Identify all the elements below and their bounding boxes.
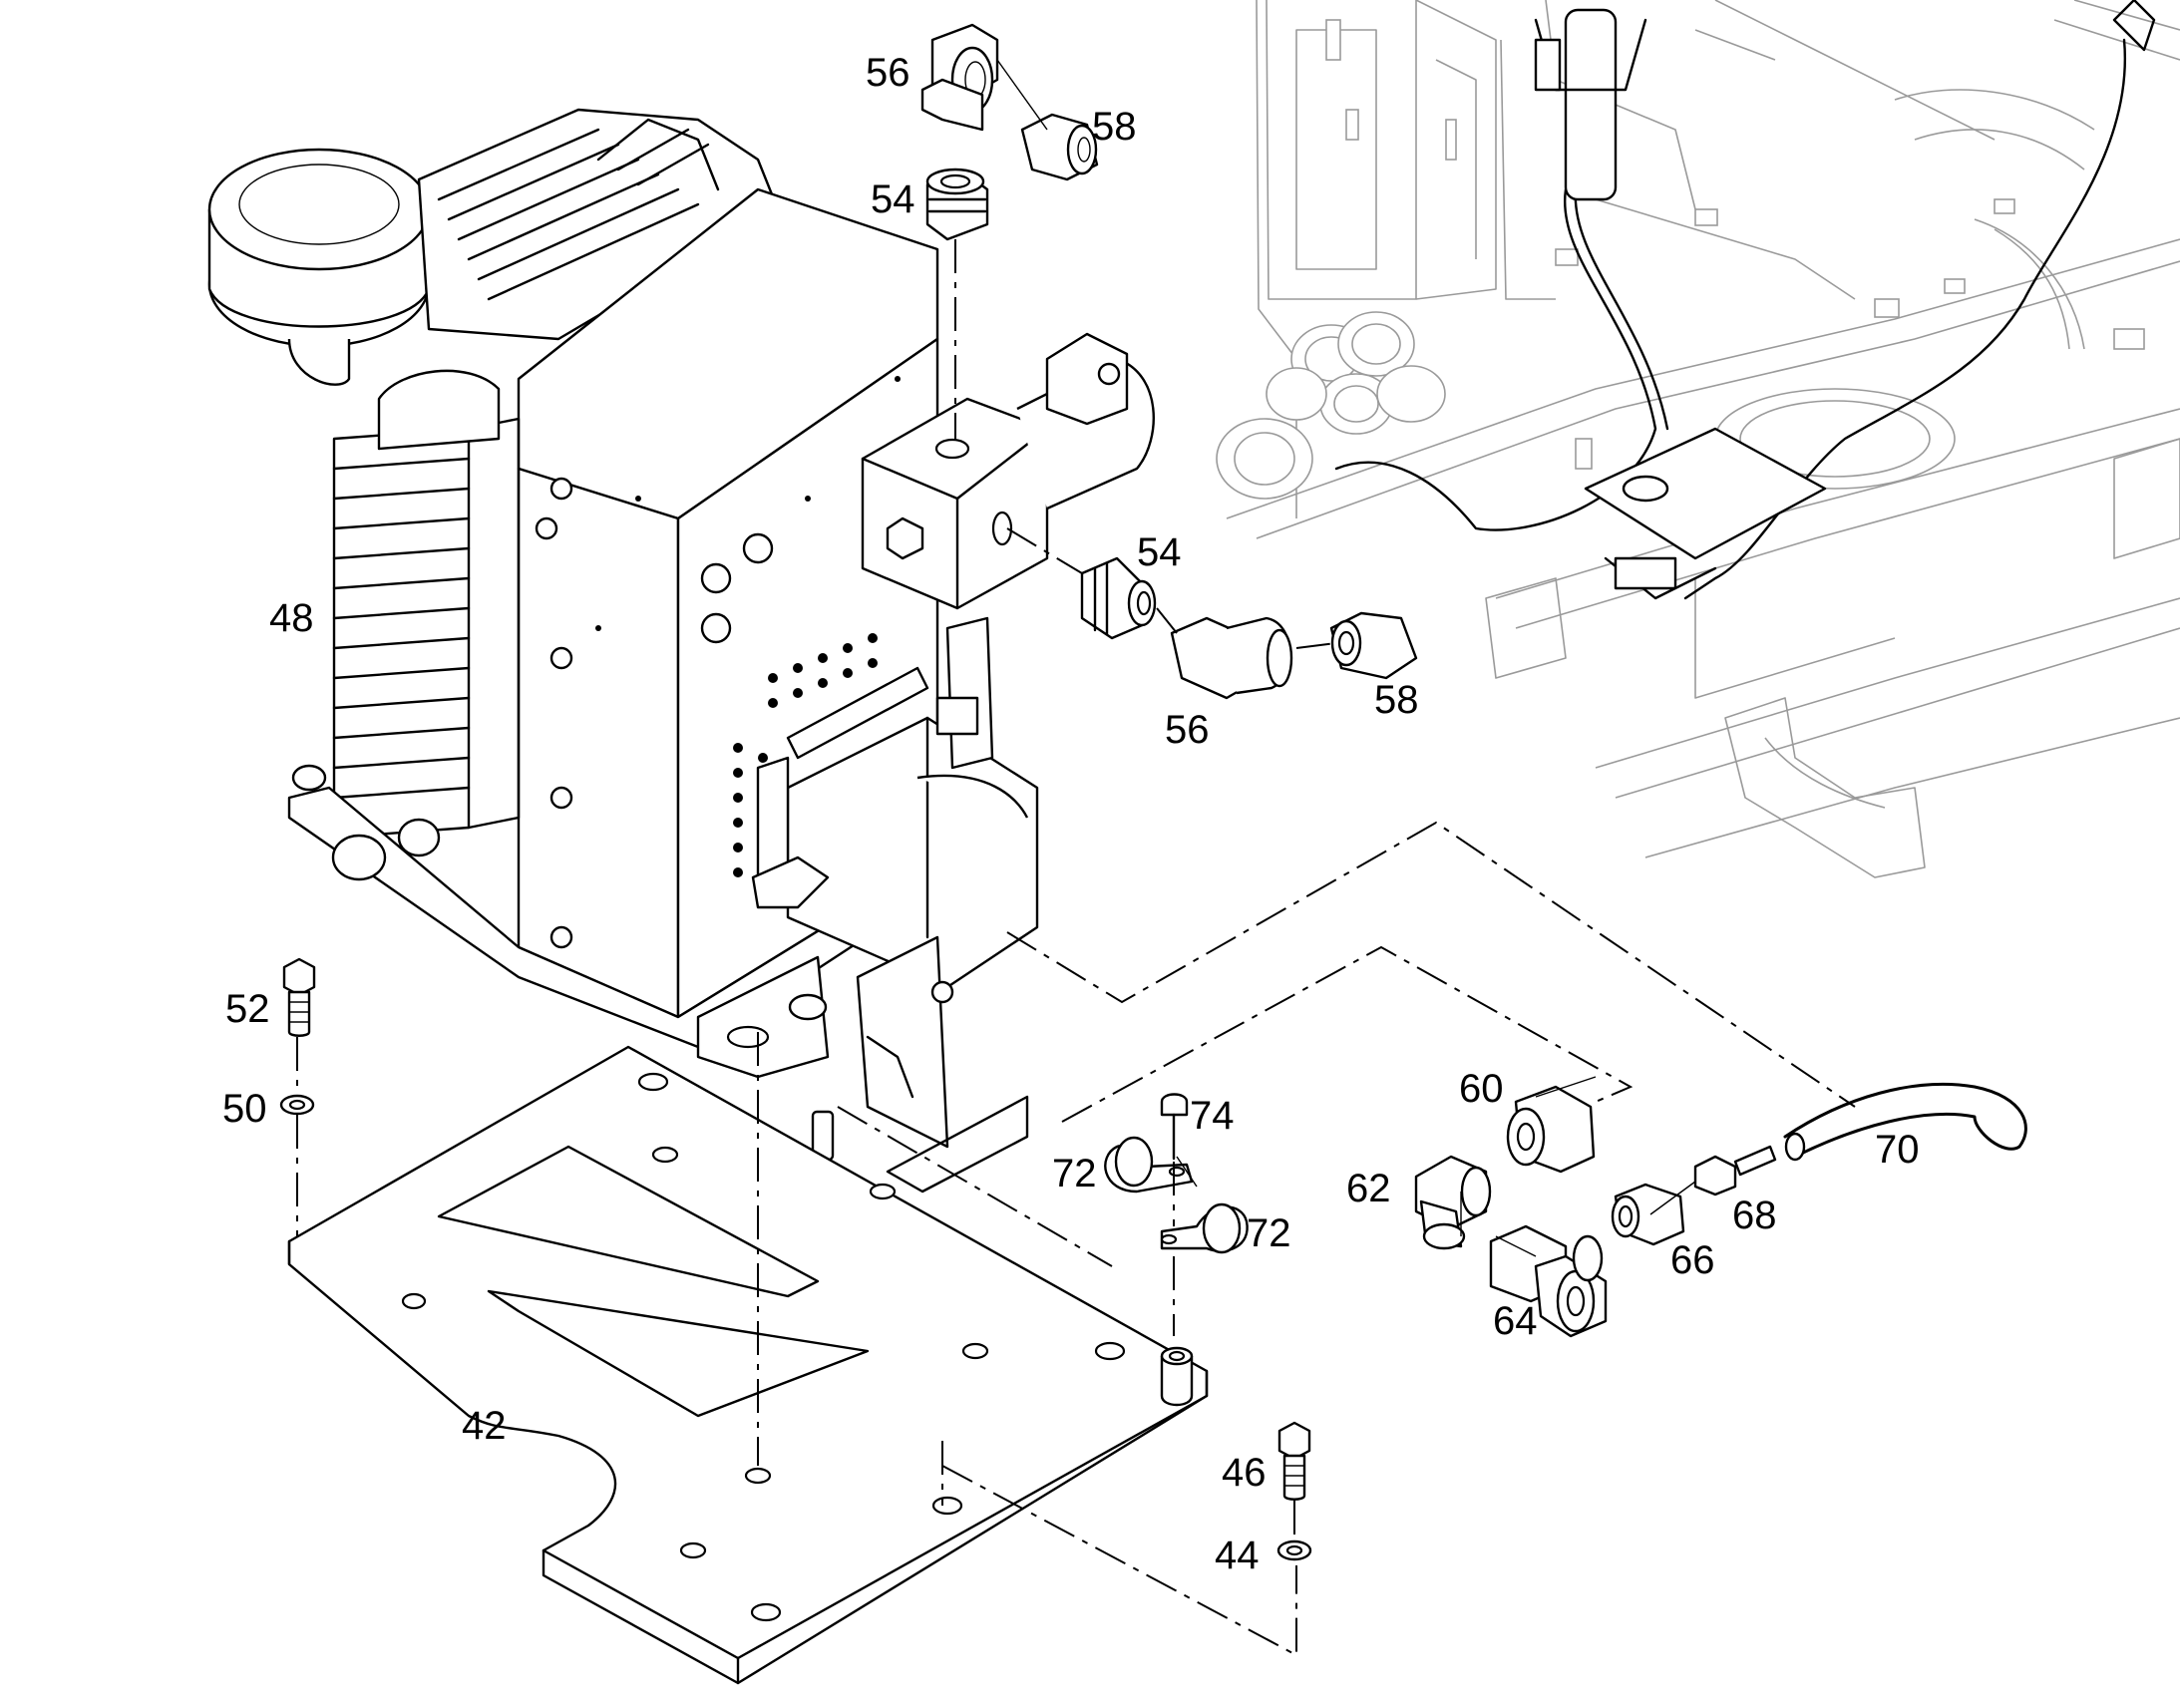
callout-50: 50 <box>222 1087 267 1131</box>
nut-66 <box>1611 1183 1685 1246</box>
callout-46: 46 <box>1222 1451 1267 1495</box>
dot-grid-panel <box>733 633 878 877</box>
callout-64: 64 <box>1493 1299 1538 1343</box>
background-machine-frame <box>1216 0 2180 878</box>
assembly-center-lines <box>296 239 1856 1657</box>
adapter-54-side <box>1080 556 1157 640</box>
tee-fitting-64 <box>1489 1224 1608 1338</box>
elbow-fitting-56-top <box>920 23 999 132</box>
hose-70 <box>1783 1083 2027 1162</box>
nut-60 <box>1506 1085 1596 1174</box>
clamp-72-upper <box>1104 1136 1194 1194</box>
leader-lines <box>996 59 1696 1257</box>
clamp-72-lower <box>1160 1202 1249 1254</box>
callout-52: 52 <box>225 987 270 1031</box>
callout-68: 68 <box>1732 1194 1777 1237</box>
callout-44: 44 <box>1215 1534 1260 1577</box>
elbow-fitting-56-side <box>1170 616 1293 700</box>
washer-44 <box>1276 1539 1312 1561</box>
callout-62: 62 <box>1346 1167 1391 1210</box>
callout-58-side: 58 <box>1374 678 1419 722</box>
fitting-68 <box>1693 1145 1777 1196</box>
callout-72-upper: 72 <box>1052 1152 1097 1196</box>
callout-56-side: 56 <box>1165 708 1210 752</box>
callout-70: 70 <box>1875 1128 1920 1172</box>
callout-60: 60 <box>1459 1067 1504 1111</box>
screw-74 <box>1160 1093 1189 1161</box>
callout-48: 48 <box>269 596 314 640</box>
callout-54-side: 54 <box>1137 530 1182 574</box>
bolt-46 <box>1277 1421 1311 1501</box>
elbow-fitting-62 <box>1414 1155 1492 1250</box>
radiator-fins <box>332 369 521 840</box>
callout-labels: 56 58 54 48 54 56 58 52 50 74 72 72 60 6… <box>222 51 1920 1577</box>
callout-54-top: 54 <box>871 177 915 221</box>
callout-72-lower: 72 <box>1247 1211 1291 1255</box>
callout-58-top: 58 <box>1092 105 1137 149</box>
washer-50 <box>279 1094 315 1116</box>
nut-58-side <box>1329 611 1418 680</box>
bolt-52 <box>282 957 316 1037</box>
adapter-54-top <box>925 168 989 241</box>
callout-56-top: 56 <box>866 51 910 95</box>
callout-74: 74 <box>1190 1094 1235 1138</box>
callout-42: 42 <box>462 1404 507 1448</box>
callout-66: 66 <box>1670 1238 1715 1282</box>
unit-48 <box>207 108 1155 1162</box>
base-plate-42 <box>287 1045 1209 1685</box>
nut-58-top <box>1020 113 1099 181</box>
